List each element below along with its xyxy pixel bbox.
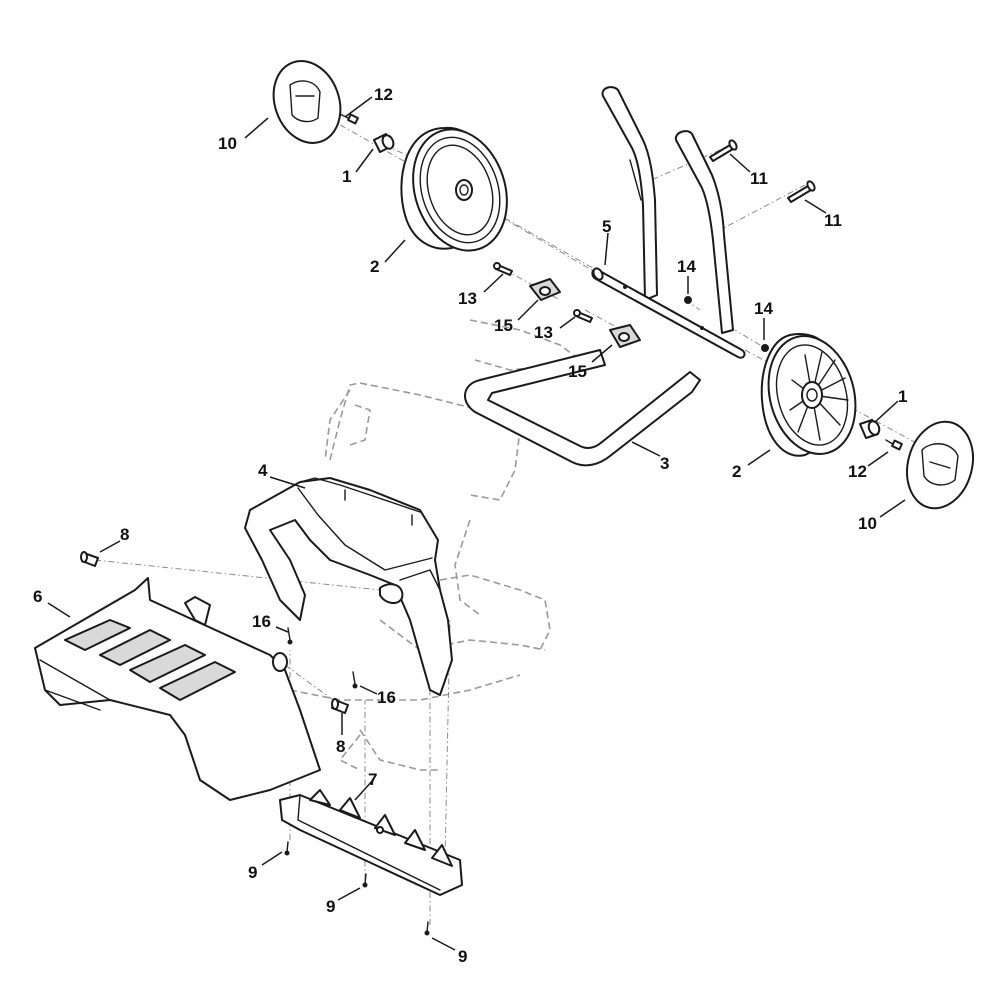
leader-lines	[47, 96, 906, 951]
callout-11-lower: 11	[824, 211, 842, 230]
pin-13-upper	[493, 262, 513, 276]
screw-8-lower	[331, 698, 349, 714]
screw-9-b	[362, 873, 368, 888]
callout-10-left: 10	[218, 134, 237, 153]
callout-13-lower: 13	[534, 323, 553, 342]
screw-9-a	[284, 841, 290, 856]
callout-labels: 10 12 1 2 11 11 5 14 14 13 15 13 15 1 3 …	[33, 85, 907, 966]
hub-cap-right	[906, 420, 974, 510]
callout-12-left: 12	[374, 85, 393, 104]
pin-right	[885, 439, 903, 451]
assembly-guide-lines	[94, 104, 921, 925]
callout-14-lower: 14	[754, 299, 773, 318]
nut-14-lower	[761, 344, 769, 352]
callout-1-left: 1	[342, 167, 351, 186]
screw-8-upper	[80, 551, 99, 567]
wheel-right	[760, 333, 857, 457]
callout-1-right: 1	[898, 387, 907, 406]
pin-16-left	[287, 627, 293, 645]
callout-13-upper: 13	[458, 289, 477, 308]
callout-3: 3	[660, 454, 669, 473]
callout-8-lower: 8	[336, 737, 345, 756]
pin-left	[339, 113, 359, 125]
bushing-right	[859, 419, 881, 439]
callout-14-upper: 14	[677, 257, 696, 276]
callout-9-a: 9	[248, 863, 257, 882]
callout-5: 5	[602, 217, 611, 236]
guide-bar	[279, 789, 463, 896]
wheel-left	[400, 126, 508, 252]
pin-13-lower	[573, 309, 593, 323]
callout-15-upper: 15	[494, 316, 513, 335]
callout-7: 7	[368, 770, 377, 789]
callout-15-lower: 15	[568, 362, 587, 381]
callout-2-right: 2	[732, 462, 741, 481]
handle-loop-frame	[464, 349, 701, 467]
nut-14-upper	[684, 296, 692, 304]
callout-2-left: 2	[370, 257, 379, 276]
pin-16-right	[352, 671, 358, 689]
axle-and-uprights	[591, 86, 746, 359]
callout-16-left: 16	[252, 612, 271, 631]
screw-upper	[709, 139, 738, 162]
phantom-machine-outline	[289, 319, 581, 771]
clamp-15-upper	[529, 278, 561, 301]
callout-6: 6	[33, 587, 42, 606]
bushing-left	[373, 133, 395, 153]
callout-10-right: 10	[858, 514, 877, 533]
callout-12-right: 12	[848, 462, 867, 481]
screw-lower	[787, 180, 816, 203]
clamp-15-lower	[609, 324, 641, 348]
callout-11-upper: 11	[750, 169, 768, 188]
front-shield	[34, 577, 321, 801]
callout-8-upper: 8	[120, 525, 129, 544]
callout-16-right: 16	[377, 688, 396, 707]
callout-4: 4	[258, 461, 268, 480]
callout-9-b: 9	[326, 897, 335, 916]
screw-9-c	[424, 921, 430, 936]
deflector-housing	[244, 477, 453, 696]
callout-9-c: 9	[458, 947, 467, 966]
hub-cap-left	[272, 60, 342, 144]
